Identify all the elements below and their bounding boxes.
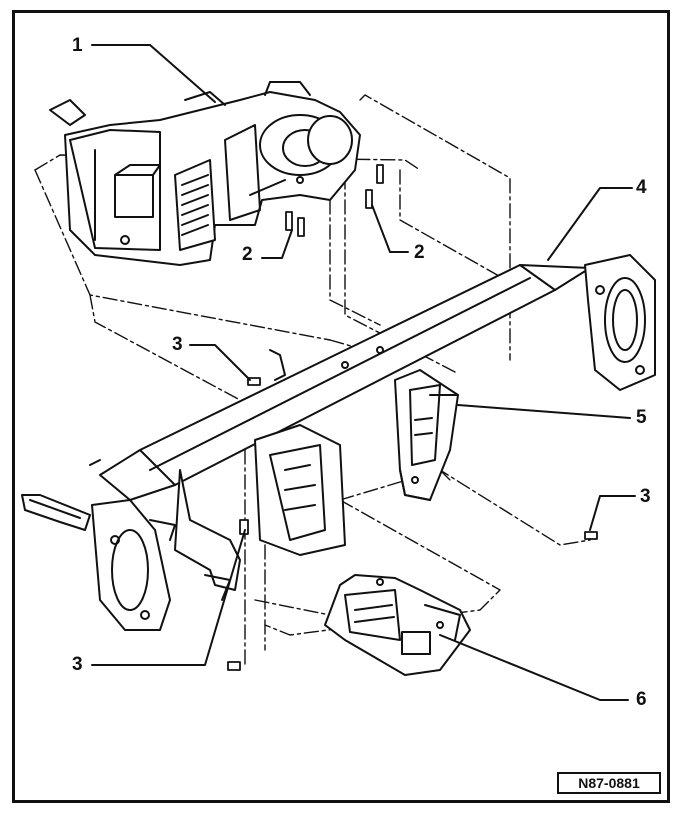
crossmember [21, 254, 656, 631]
support-bracket [394, 369, 459, 501]
heater-unit [49, 81, 361, 266]
callout-4: 4 [636, 177, 647, 198]
callout-3-right: 3 [640, 486, 651, 507]
callout-5: 5 [636, 407, 647, 428]
assembly-guide-lines [34, 94, 591, 666]
callout-6: 6 [636, 689, 647, 710]
callout-2-left: 2 [242, 244, 253, 265]
reference-code-label: N87-0881 [557, 772, 661, 794]
callout-2-right: 2 [414, 242, 425, 263]
callout-1: 1 [72, 35, 83, 56]
callout-3-bottom: 3 [72, 654, 83, 675]
fasteners [227, 164, 598, 671]
control-housing [324, 574, 471, 676]
leader-lines [91, 44, 636, 701]
callout-3-top: 3 [172, 334, 183, 355]
